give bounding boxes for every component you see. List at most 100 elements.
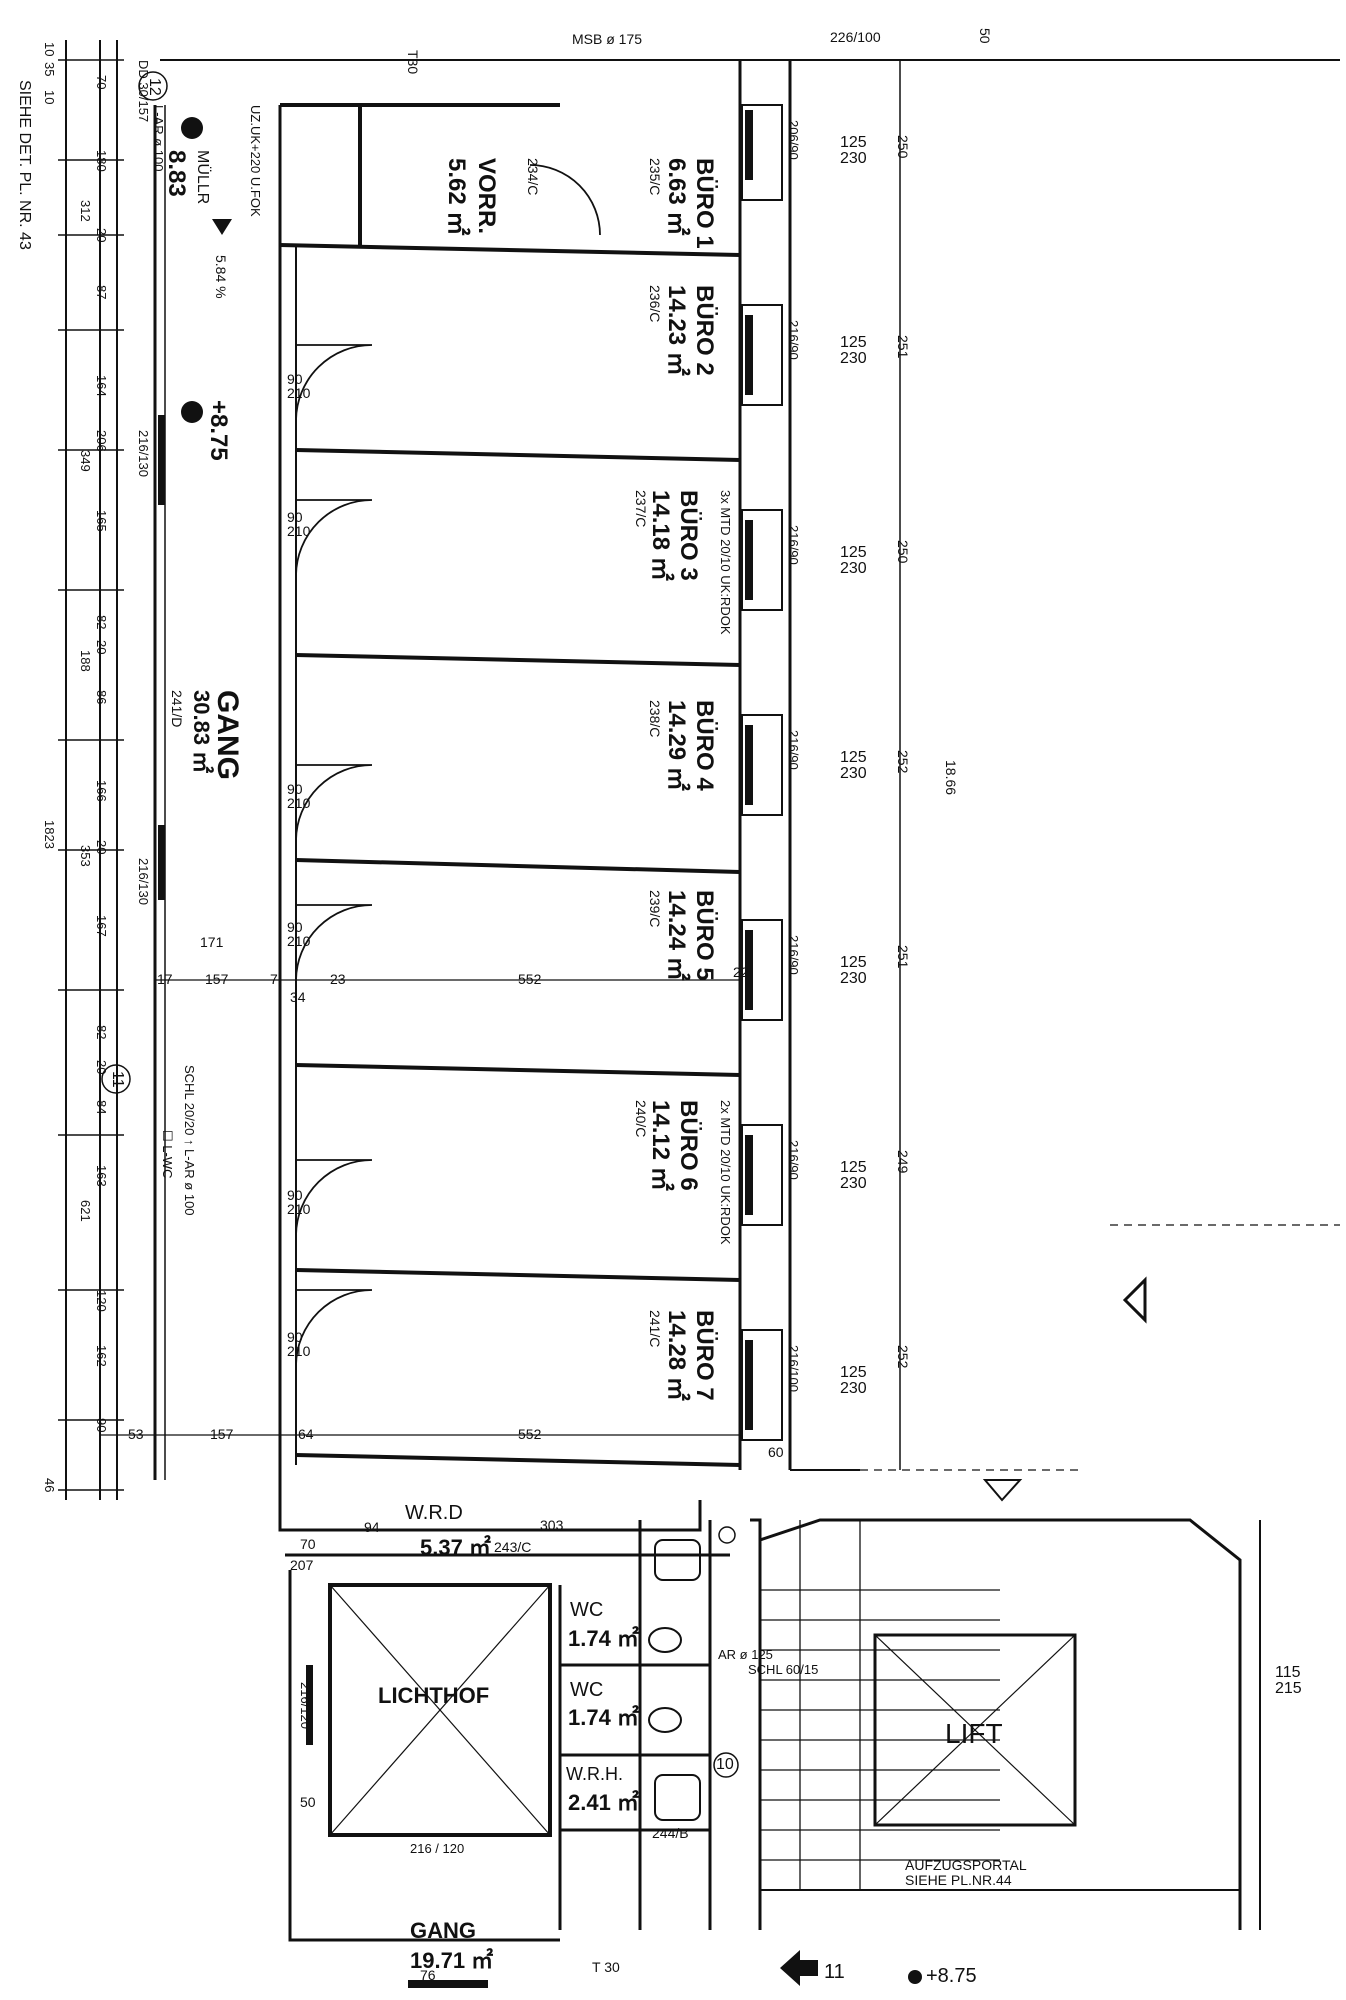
- level-symbols: [181, 117, 232, 423]
- partition-walls: [279, 103, 741, 1467]
- t30-top-note: T30: [405, 50, 421, 75]
- dim: 157: [205, 971, 229, 987]
- dim: 35: [42, 62, 57, 77]
- dim: 34: [290, 989, 306, 1005]
- vorr-code: 234/C: [525, 158, 541, 196]
- dim: 552: [518, 1426, 542, 1442]
- aufzug-note: AUFZUGSPORTAL SIEHE PL.NR.44: [905, 1857, 1027, 1889]
- dim: 353: [78, 845, 93, 867]
- axis-dim: 251: [895, 945, 911, 969]
- uzuk-note: UZ.UK+220 U.FOK: [248, 105, 263, 217]
- wrh-code: 244/B: [652, 1825, 689, 1841]
- dim: 621: [78, 1200, 93, 1222]
- gang-name: GANG: [211, 690, 244, 780]
- axis-dim: 250: [895, 135, 911, 159]
- axis-label: 12: [146, 78, 163, 96]
- wc1-name: WC: [570, 1599, 604, 1621]
- dim: 82: [94, 615, 109, 630]
- dim-115-215: 115 215: [1275, 1664, 1302, 1697]
- door-size: 90 210: [287, 1329, 311, 1359]
- gang-bottom-name: GANG: [410, 1918, 476, 1943]
- wrd-area: 5.37 ㎡: [420, 1535, 491, 1560]
- lwc-note: ☐ L-WC: [160, 1130, 175, 1179]
- room-code: 235/C: [647, 158, 663, 196]
- schl6015-note: SCHL 60/15: [748, 1662, 819, 1677]
- axis-label: 10: [716, 1756, 734, 1773]
- mueller-area: 8.83: [163, 150, 190, 197]
- lar-note: L-AR ø 100: [151, 105, 166, 172]
- wrd-dim: 303: [540, 1517, 564, 1533]
- wrh-name: W.R.H.: [566, 1764, 623, 1784]
- lift-label: LIFT: [945, 1718, 1003, 1749]
- dim: 157: [210, 1426, 234, 1442]
- room-name: BÜRO 4: [691, 700, 718, 791]
- wc2-name: WC: [570, 1679, 604, 1701]
- dim: 86: [94, 690, 109, 705]
- wrh-area: 2.41 ㎡: [568, 1790, 639, 1815]
- wrd-code: 243/C: [494, 1539, 532, 1555]
- dim: 20: [94, 640, 109, 655]
- axis-label: 11: [109, 1071, 126, 1088]
- room-area: 14.28 ㎡: [663, 1310, 690, 1401]
- room-name: BÜRO 1: [691, 158, 718, 249]
- room-name: BÜRO 5: [691, 890, 718, 981]
- top-dim-1: 226/100: [830, 29, 881, 45]
- dim: 76: [420, 1967, 436, 1983]
- t30-note: T 30: [592, 1959, 620, 1975]
- wc-fixtures: [648, 1539, 701, 1821]
- room-code: 236/C: [647, 285, 663, 323]
- window-dim: 216/90: [786, 525, 801, 565]
- dim: 10: [42, 42, 57, 57]
- axis-dim: 250: [895, 540, 911, 564]
- door-size: 90 210: [287, 781, 311, 811]
- dim: 162: [94, 1345, 109, 1367]
- top-dim-2: 50: [977, 28, 993, 44]
- room-name: BÜRO 6: [675, 1100, 702, 1191]
- axis-bubble-12: [138, 71, 168, 101]
- door-size: 90 210: [287, 509, 311, 539]
- dim: 10: [42, 90, 57, 105]
- dim: 20: [94, 1060, 109, 1075]
- dim: 94: [364, 1519, 380, 1535]
- room-area: 14.18 ㎡: [647, 490, 674, 581]
- window-size: 125 230: [840, 1364, 867, 1397]
- room-name: BÜRO 3: [675, 490, 702, 581]
- dim: 165: [94, 510, 109, 532]
- window-dim: 216/100: [786, 1345, 801, 1392]
- dim: 22: [733, 964, 749, 980]
- door-size: 90 210: [287, 1187, 311, 1217]
- wc2-area: 1.74 ㎡: [568, 1705, 639, 1730]
- axis-dim: 251: [895, 335, 911, 359]
- dim: 188: [78, 650, 93, 672]
- axis-bubble-11: [101, 1064, 131, 1094]
- dim: 180: [94, 150, 109, 172]
- room-area: 14.12 ㎡: [647, 1100, 674, 1191]
- dim: 87: [94, 285, 109, 300]
- room-name: BÜRO 7: [691, 1310, 718, 1401]
- dim: 82: [94, 1025, 109, 1040]
- window-size: 125 230: [840, 334, 867, 367]
- room-area: 14.29 ㎡: [663, 700, 690, 791]
- window-dim: 216/90: [786, 730, 801, 770]
- dim: 64: [298, 1426, 314, 1442]
- dim: 23: [330, 971, 346, 987]
- dim-216-130: 216/130: [136, 858, 151, 905]
- dim: 552: [518, 971, 542, 987]
- slope-mark: 5.84 %: [213, 255, 229, 299]
- total-dim: 18.66: [943, 760, 959, 796]
- dim-216-130: 216/130: [136, 430, 151, 477]
- axis-dim: 252: [895, 750, 911, 774]
- level-mark-b: +8.75: [926, 1965, 977, 1987]
- gang-area: 30.83 ㎡: [189, 690, 214, 774]
- room-code: 239/C: [647, 890, 663, 928]
- dim: 312: [78, 200, 93, 222]
- door-size: 90 210: [287, 371, 311, 401]
- dim-ticks-left: [58, 59, 124, 1491]
- door-size: 90 210: [287, 919, 311, 949]
- room-name: BÜRO 2: [691, 285, 718, 376]
- window-size: 125 230: [840, 749, 867, 782]
- window-dim: 216/90: [786, 935, 801, 975]
- stair-treads: [760, 1520, 1000, 1890]
- dim-216-120: 216/120: [298, 1682, 313, 1729]
